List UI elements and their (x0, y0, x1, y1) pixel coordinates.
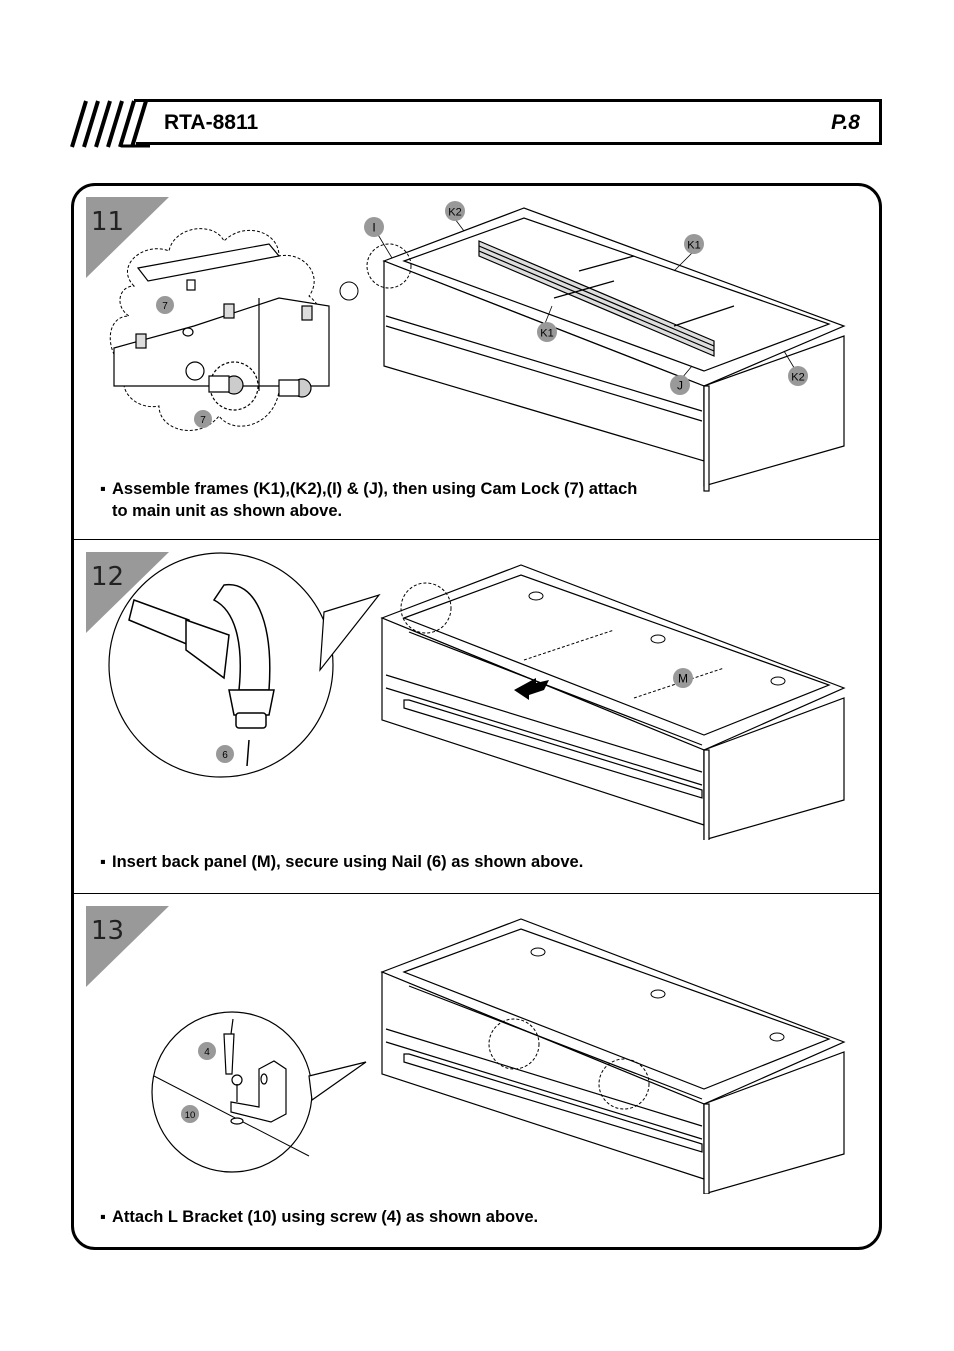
step-corner-badge (86, 197, 169, 278)
step-13-caption: ▪Attach L Bracket (10) using screw (4) a… (100, 1208, 539, 1226)
label-i: I (372, 221, 375, 235)
step-11-illustration: I K2 K1 K1 J K2 7 7 (109, 201, 846, 492)
step-corner-badge (86, 552, 169, 633)
step-divider (74, 893, 879, 894)
label-k1-right: K1 (687, 240, 700, 252)
caption-line: to main unit as shown above. (112, 502, 343, 520)
step-number: 12 (91, 562, 125, 592)
step-number: 13 (91, 916, 125, 946)
caption-line: Insert back panel (M), secure using Nail… (112, 853, 584, 871)
step-12-illustration: 6 (108, 552, 846, 840)
page-number: P.8 (831, 111, 860, 134)
label-nail: 6 (222, 750, 228, 761)
model-number: RTA-8811 (164, 111, 259, 134)
header-stripes-graphic (70, 99, 150, 148)
header-box (136, 99, 882, 145)
label-j: J (677, 379, 683, 393)
instructions-frame: 11 (71, 183, 882, 1250)
step-number: 11 (91, 207, 125, 237)
label-cam-lock-bottom: 7 (200, 415, 206, 426)
label-k2-top: K2 (448, 207, 461, 219)
label-cam-lock-top: 7 (162, 301, 168, 312)
step-11-caption: ▪Assemble frames (K1),(K2),(I) & (J), th… (100, 480, 638, 520)
label-k2-right: K2 (791, 372, 804, 384)
caption-line: Assemble frames (K1),(K2),(I) & (J), the… (112, 480, 638, 498)
label-screw: 4 (204, 1047, 210, 1058)
page-header: RTA-8811 P.8 (70, 99, 882, 149)
step-12-caption: ▪Insert back panel (M), secure using Nai… (100, 853, 584, 871)
step-divider (74, 539, 879, 540)
caption-line: Attach L Bracket (10) using screw (4) as… (112, 1208, 539, 1226)
label-m: M (678, 672, 688, 686)
label-bracket: 10 (185, 1110, 196, 1121)
step-corner-badge (86, 906, 169, 987)
step-13-illustration: 4 10 (151, 918, 846, 1194)
label-k1-center: K1 (540, 328, 553, 340)
